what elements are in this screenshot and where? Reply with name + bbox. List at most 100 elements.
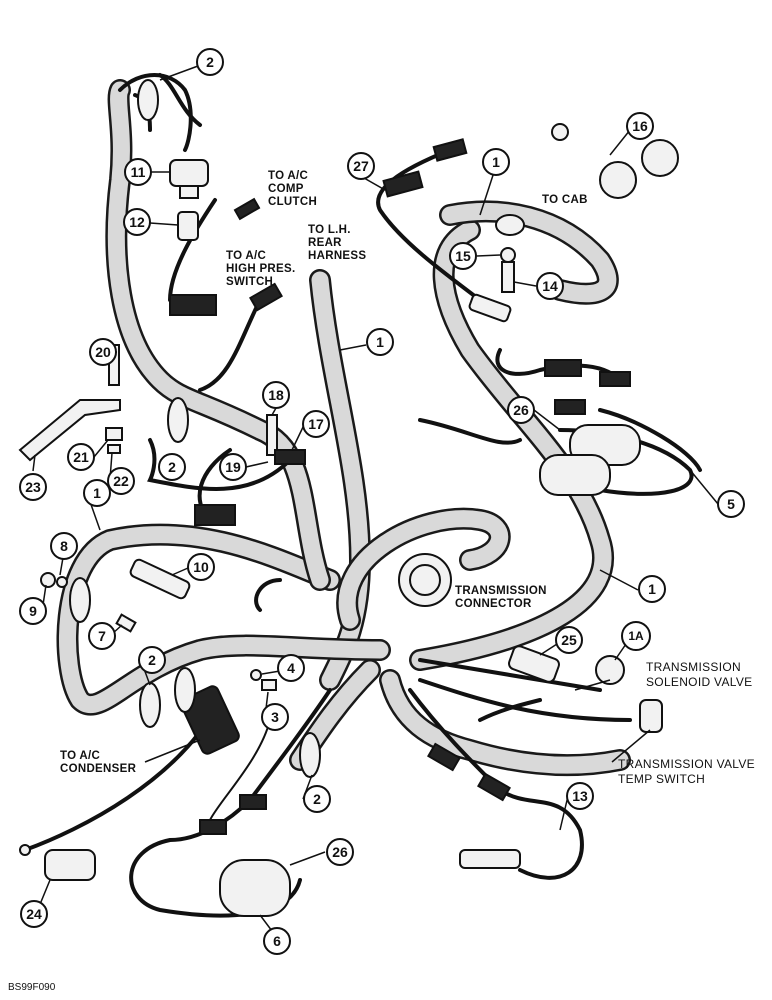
clamp-2-mid (174, 667, 196, 713)
svg-text:2: 2 (168, 459, 176, 475)
svg-text:7: 7 (98, 628, 106, 644)
svg-text:1: 1 (376, 334, 384, 350)
label-to-ac-high-pres-switch-1: TO A/C (226, 250, 266, 262)
svg-text:1: 1 (492, 154, 500, 170)
callout-9: 9 (19, 597, 47, 625)
sensor-10 (129, 558, 191, 600)
label-to-lh-rear-harness-1: TO L.H. (308, 224, 351, 236)
clamp-2-lower (299, 732, 321, 778)
harness-connector-lower (194, 504, 236, 526)
callout-19: 19 (219, 453, 247, 481)
callout-26-upper: 26 (507, 396, 535, 424)
connector-27a (382, 170, 424, 198)
svg-text:16: 16 (632, 118, 648, 134)
label-to-ac-comp-clutch-2: COMP (268, 183, 304, 195)
callout-13: 13 (566, 782, 594, 810)
label-to-ac-condenser-2: CONDENSER (60, 763, 137, 775)
bolt-7 (115, 613, 137, 633)
bolt-3 (261, 679, 277, 691)
svg-text:20: 20 (95, 344, 111, 360)
comp-clutch-connector (233, 197, 261, 221)
svg-text:12: 12 (129, 214, 145, 230)
label-transmission-solenoid-valve-1: TRANSMISSION (646, 660, 741, 674)
callout-21: 21 (67, 443, 95, 471)
svg-text:2: 2 (313, 791, 321, 807)
svg-text:26: 26 (332, 844, 348, 860)
cab-connector-b (641, 139, 679, 177)
callout-27: 27 (347, 152, 375, 180)
connector-5c (554, 399, 586, 415)
svg-text:4: 4 (287, 660, 295, 676)
connector-5a (544, 359, 582, 377)
svg-text:17: 17 (308, 416, 324, 432)
switch-fitting (179, 185, 199, 199)
callout-23: 23 (19, 473, 47, 501)
callout-7: 7 (88, 622, 116, 650)
label-transmission-connector-1: TRANSMISSION (455, 585, 547, 597)
switch-24 (44, 849, 96, 881)
callout-4: 4 (277, 654, 305, 682)
callout-17: 17 (302, 410, 330, 438)
solenoid-5b (539, 454, 611, 496)
connector-6a (199, 819, 227, 835)
svg-text:8: 8 (60, 538, 68, 554)
svg-text:21: 21 (73, 449, 89, 465)
svg-text:27: 27 (353, 158, 369, 174)
label-to-ac-high-pres-switch-3: SWITCH (226, 276, 273, 288)
switch-25 (508, 645, 560, 683)
svg-text:23: 23 (25, 479, 41, 495)
svg-text:19: 19 (225, 459, 241, 475)
callout-15: 15 (449, 242, 477, 270)
label-to-lh-rear-harness-3: HARNESS (308, 250, 366, 262)
label-transmission-valve-temp-switch-2: TEMP SWITCH (618, 772, 705, 786)
callout-25: 25 (555, 626, 583, 654)
svg-text:15: 15 (455, 248, 471, 264)
callout-6: 6 (263, 927, 291, 955)
callout-22: 22 (107, 467, 135, 495)
callout-1A: 1A (621, 621, 651, 651)
washer-22 (107, 444, 121, 454)
connector-13a (427, 742, 461, 772)
callout-3: 3 (261, 703, 289, 731)
label-transmission-valve-temp-switch-1: TRANSMISSION VALVE (618, 757, 755, 771)
callout-1-left: 1 (83, 479, 111, 507)
callouts: 2 11 12 27 1 16 15 14 20 1 18 17 26 19 2… (19, 48, 745, 955)
callout-1-right: 1 (638, 575, 666, 603)
bracket-23 (18, 399, 121, 462)
nut-9 (40, 572, 56, 588)
callout-1-cab: 1 (482, 148, 510, 176)
callout-16: 16 (626, 112, 654, 140)
temp-switch-connector (639, 699, 663, 733)
bolt-15 (501, 261, 515, 293)
svg-text:14: 14 (542, 278, 558, 294)
ac-pressure-switch (169, 159, 209, 187)
fitting-12 (177, 211, 199, 241)
callout-5: 5 (717, 490, 745, 518)
label-to-ac-condenser-1: TO A/C (60, 750, 100, 762)
svg-text:2: 2 (206, 54, 214, 70)
solenoid-valve-1a (595, 655, 625, 685)
svg-text:11: 11 (131, 164, 146, 180)
cab-connector-c (551, 123, 569, 141)
sensor-13 (459, 849, 521, 869)
label-to-ac-comp-clutch-3: CLUTCH (268, 196, 317, 208)
connector-13b (477, 772, 511, 802)
callout-12: 12 (123, 208, 151, 236)
svg-text:13: 13 (572, 788, 588, 804)
svg-text:5: 5 (727, 496, 735, 512)
solenoid-6 (219, 859, 291, 917)
svg-text:9: 9 (29, 603, 37, 619)
connector-27b (432, 138, 468, 162)
clamp-2-upper (167, 397, 189, 443)
figure-id: BS99F090 (8, 982, 56, 993)
clamp-2-top (137, 79, 159, 121)
label-to-ac-high-pres-switch-2: HIGH PRES. (226, 263, 295, 275)
high-pres-switch-connector (249, 282, 283, 312)
callout-26-lower: 26 (326, 838, 354, 866)
callout-11: 11 (124, 158, 152, 186)
svg-text:3: 3 (271, 709, 279, 725)
callout-2: 2 (196, 48, 224, 76)
callout-14: 14 (536, 272, 564, 300)
clamp-17 (274, 449, 306, 465)
svg-text:18: 18 (268, 387, 284, 403)
